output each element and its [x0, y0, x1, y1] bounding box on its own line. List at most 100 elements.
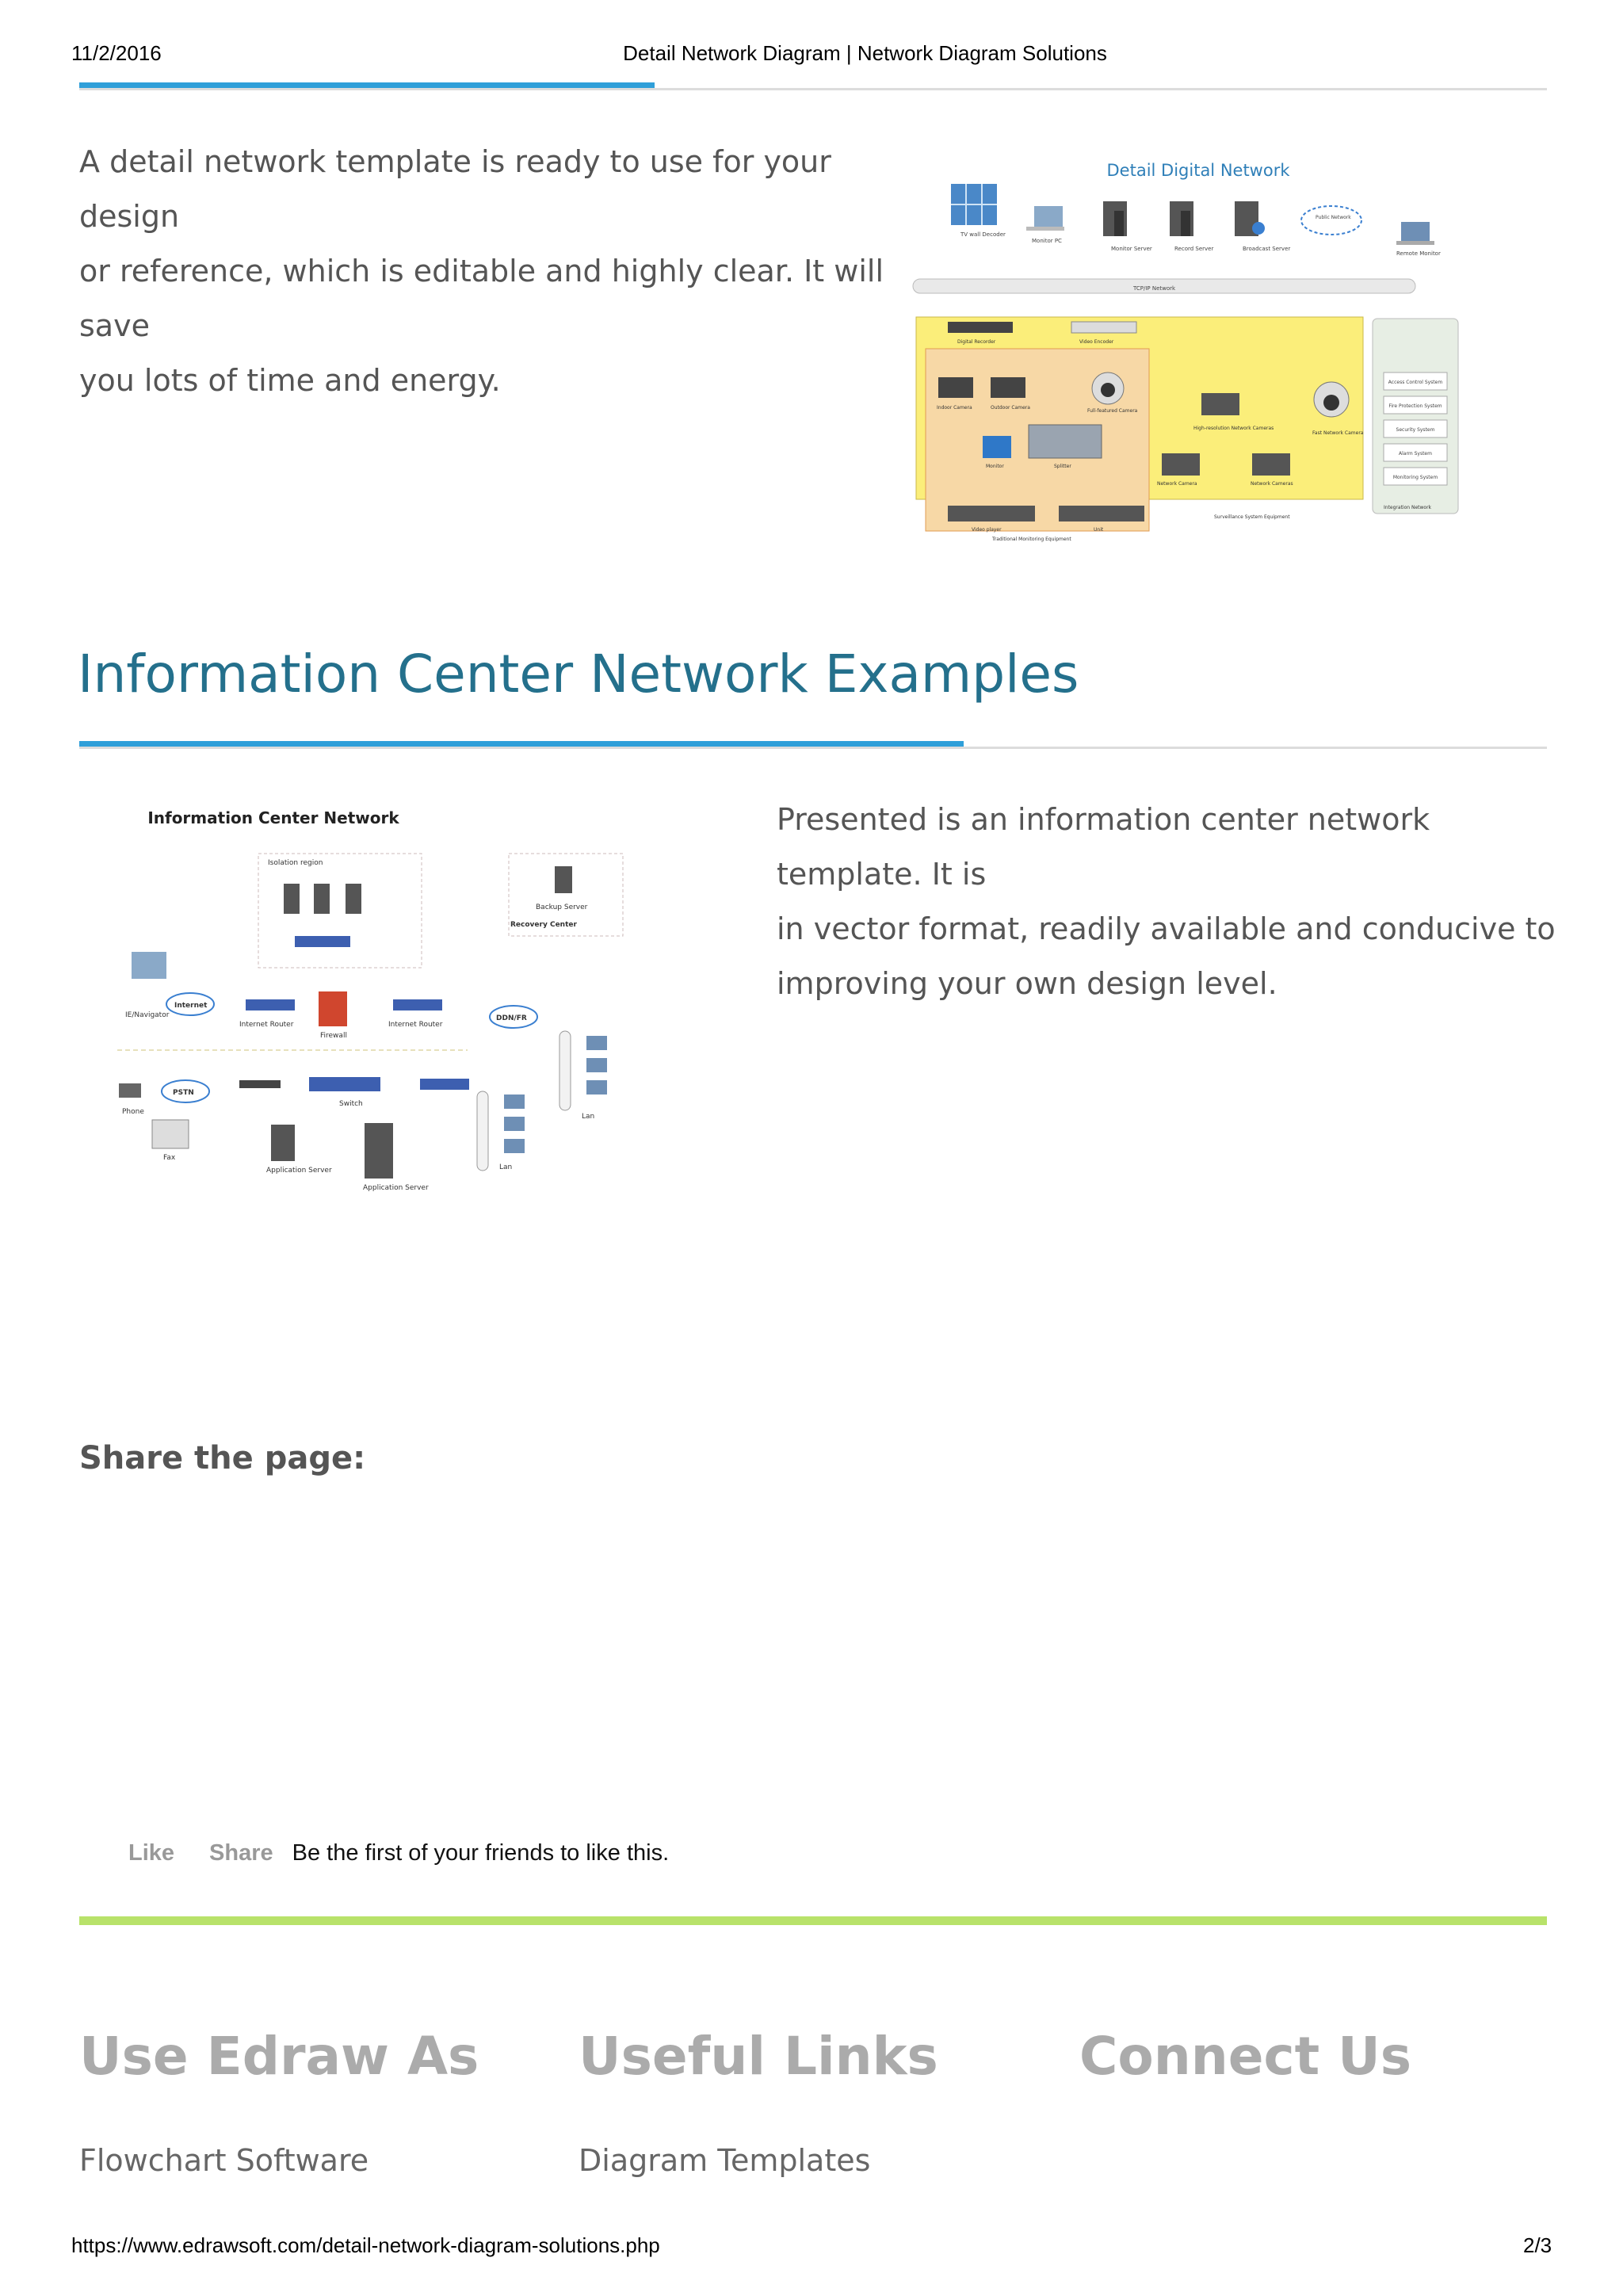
device-label: Record Server [1174, 246, 1213, 252]
device-label: Digital Recorder [957, 339, 996, 345]
group-label: Integration Network [1384, 505, 1432, 510]
diagram-title: Information Center Network [147, 808, 399, 827]
side-box [1383, 395, 1448, 415]
device-label: Network Camera [1157, 481, 1197, 487]
description-line: Presented is an information center netwo… [777, 802, 1430, 892]
top-divider [79, 88, 1547, 90]
camera-icon [1201, 393, 1239, 415]
print-date: 11/2/2016 [71, 41, 162, 65]
group-label: Surveillance System Equipment [1214, 514, 1290, 520]
device-label: Video Encoder [1079, 339, 1114, 345]
information-center-network-diagram: Information Center Network Isolation reg… [111, 797, 634, 1217]
diagram-templates-link[interactable]: Diagram Templates [579, 2143, 871, 2178]
workstation-icon [586, 1036, 607, 1050]
server-icon [1235, 201, 1265, 236]
like-button[interactable]: Like [128, 1840, 175, 1866]
unit-icon [1059, 506, 1144, 521]
workstation-icon [586, 1058, 607, 1072]
monitor-pc-icon [1026, 206, 1064, 231]
recovery-center-box [508, 853, 624, 937]
footer-heading-connect-us: Connect Us [1079, 2026, 1412, 2087]
diagram-label: Isolation region [268, 859, 323, 867]
workstation-icon [504, 1139, 525, 1153]
side-box-label: Fire Protection System [1388, 403, 1442, 409]
cloud-icon [166, 992, 215, 1016]
social-text: Be the first of your friends to like thi… [292, 1840, 670, 1866]
server-icon [314, 884, 330, 914]
description-line: A detail network template is ready to us… [79, 144, 831, 234]
device-label: TV wall Decoder [960, 231, 1006, 238]
device-label: Full-featured Camera [1087, 408, 1138, 414]
diagram-label: Backup Server [536, 904, 588, 911]
side-box [1383, 419, 1448, 438]
social-widget: Like Share Be the first of your friends … [128, 1840, 669, 1866]
firewall-icon [319, 991, 347, 1026]
lan-bus [476, 1091, 489, 1171]
device-label: Outdoor Camera [991, 405, 1030, 411]
diagram-label: Internet [174, 1002, 208, 1010]
application-server-icon [365, 1123, 393, 1179]
footer-heading-useful-links: Useful Links [579, 2026, 938, 2087]
side-box-label: Alarm System [1399, 451, 1432, 457]
tv-wall-icon [951, 184, 997, 225]
camera-icon [1252, 453, 1290, 476]
phone-icon [119, 1083, 141, 1098]
print-page-number: 2/3 [1523, 2233, 1552, 2257]
print-url: https://www.edrawsoft.com/detail-network… [71, 2233, 660, 2257]
video-player-icon [948, 506, 1035, 521]
info-center-svg: Information Center Network Isolation reg… [117, 808, 624, 1192]
switch-icon [295, 936, 350, 947]
description-line: you lots of time and energy. [79, 363, 501, 398]
flowchart-software-link[interactable]: Flowchart Software [79, 2143, 369, 2178]
fax-icon [151, 1119, 189, 1149]
detail-digital-network-diagram: Detail Digital Network TV wall Decoder M… [903, 135, 1474, 547]
side-box [1383, 443, 1448, 462]
diagram-label: IE/Navigator [125, 1011, 170, 1019]
camera-icon [938, 377, 973, 398]
encoder-icon [1071, 321, 1137, 334]
footer-accent-bar [79, 1916, 1547, 1925]
side-box-label: Monitoring System [1393, 475, 1438, 480]
device-label: Network Cameras [1251, 481, 1293, 487]
integration-network-zone [1372, 318, 1459, 514]
top-accent-bar [79, 82, 655, 88]
cloud-icon [489, 1005, 538, 1029]
group-label: Traditional Monitoring Equipment [991, 537, 1071, 542]
diagram-label: Lan [499, 1163, 512, 1171]
diagram-label: Fax [163, 1154, 176, 1162]
side-box-label: Security System [1396, 427, 1435, 433]
diagram-label: Application Server [266, 1167, 332, 1175]
device-label: Remote Monitor [1396, 250, 1441, 257]
server-icon [1103, 201, 1127, 236]
diagram-label: DDN/FR [496, 1014, 527, 1022]
device-label: Splitter [1054, 464, 1071, 469]
server-icon [1170, 201, 1193, 236]
application-server-icon [271, 1125, 295, 1161]
diagram-label: Phone [122, 1108, 144, 1116]
isolation-region-box [258, 853, 422, 968]
side-box [1383, 372, 1448, 391]
camera-icon [991, 377, 1025, 398]
device-label: Monitor Server [1111, 246, 1152, 252]
diagram-label: Internet Router [239, 1021, 294, 1029]
diagram-label: PSTN [173, 1089, 194, 1097]
router-icon [246, 999, 295, 1010]
camera-icon [1162, 453, 1200, 476]
workstation-icon [586, 1080, 607, 1095]
cloud-icon [161, 1079, 210, 1103]
bus-label: TCP/IP Network [1132, 285, 1176, 292]
side-box [1383, 467, 1448, 486]
share-button[interactable]: Share [209, 1840, 273, 1866]
description-line: improving your own design level. [777, 966, 1277, 1001]
workstation-icon [504, 1117, 525, 1131]
tcp-ip-bus [912, 278, 1416, 294]
diagram-label: Recovery Center [510, 921, 577, 929]
wireless-router-icon [239, 1080, 281, 1088]
device-label: Monitor [986, 464, 1004, 469]
footer-heading-use-edraw: Use Edraw As [79, 2026, 479, 2087]
diagram-label: Lan [582, 1113, 594, 1121]
side-box-label: Access Control System [1388, 380, 1443, 385]
heading-divider [79, 747, 1547, 749]
laptop-icon [132, 952, 166, 979]
device-label: High-resolution Network Cameras [1193, 426, 1274, 431]
